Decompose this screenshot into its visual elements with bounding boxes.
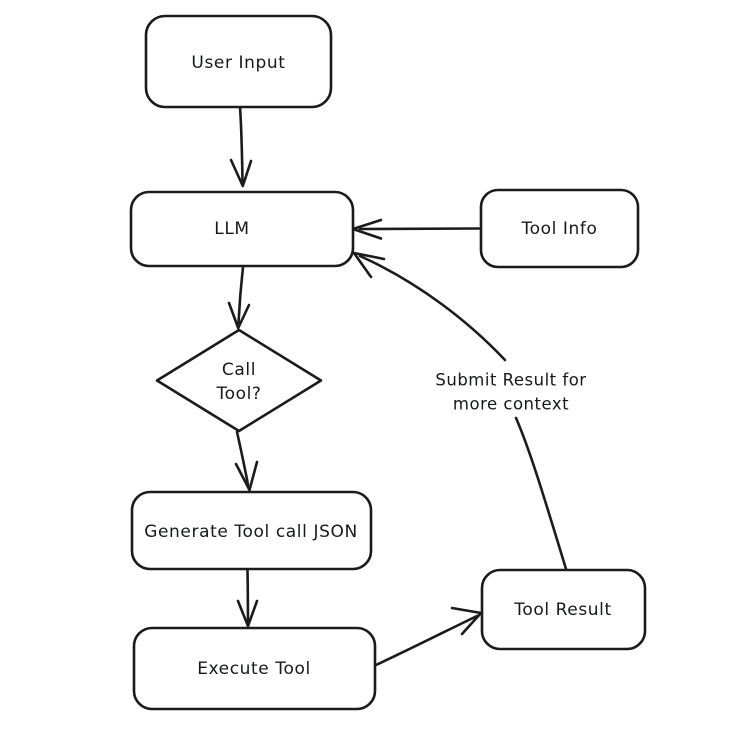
edge-execute-to-tool-result: [374, 606, 483, 667]
tool-info-box[interactable]: [479, 188, 640, 269]
edge-label-submit-result: Submit Result for more context: [435, 371, 586, 414]
user-input-box[interactable]: [144, 14, 333, 109]
node-execute-tool[interactable]: Execute Tool: [132, 626, 377, 711]
edge-tool-result-to-llm: [352, 251, 568, 571]
execute-tool-box[interactable]: [132, 626, 377, 711]
user-input-label: User Input: [191, 53, 285, 73]
edge-call-tool-to-generate: [234, 430, 259, 492]
node-user-input[interactable]: User Input: [144, 14, 333, 109]
tool-result-box[interactable]: [480, 568, 647, 651]
generate-tool-call-json-box[interactable]: [130, 490, 373, 571]
node-tool-info[interactable]: Tool Info: [479, 188, 640, 269]
tool-info-label: Tool Info: [521, 219, 598, 239]
submit-result-label-line-2: more context: [453, 395, 569, 414]
edge-llm-to-call-tool: [227, 265, 251, 330]
call-tool-label-line-1: Call: [222, 360, 256, 380]
submit-result-label-line-1: Submit Result for: [435, 371, 586, 390]
llm-label: LLM: [214, 219, 249, 239]
node-llm[interactable]: LLM: [129, 190, 355, 268]
llm-box[interactable]: [129, 190, 355, 268]
edge-generate-to-execute: [236, 568, 259, 628]
tool-result-label: Tool Result: [513, 600, 612, 620]
call-tool-label-line-2: Tool?: [215, 384, 261, 404]
generate-tool-call-json-label: Generate Tool call JSON: [144, 522, 358, 542]
node-tool-result[interactable]: Tool Result: [480, 568, 647, 651]
edge-tool-info-to-llm: [351, 218, 481, 240]
node-call-tool[interactable]: Call Tool?: [155, 328, 323, 433]
edge-user-input-to-llm: [229, 105, 253, 188]
call-tool-diamond[interactable]: [155, 328, 323, 433]
execute-tool-label: Execute Tool: [197, 659, 311, 679]
node-generate-tool-call-json[interactable]: Generate Tool call JSON: [130, 490, 373, 571]
